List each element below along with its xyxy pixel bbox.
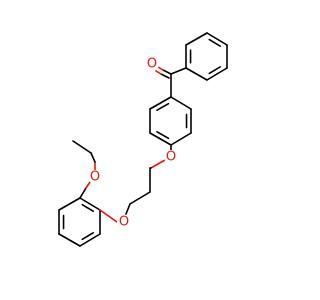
ethyl-terminal-bond (72, 140, 92, 154)
bottom-catechol-ring-inner-bond (81, 231, 94, 241)
top-phenyl-ring-bond (206, 32, 228, 46)
atom-o-ether-1: O (164, 150, 178, 165)
top-phenyl-ring-bond (185, 67, 208, 81)
atom-label-o-carbonyl: O (147, 57, 157, 72)
middle-phenylene-ring-bond (170, 132, 192, 146)
top-phenyl-ring-bond (206, 67, 228, 81)
oxygen-aryl-bond (99, 209, 118, 223)
bottom-catechol-ring-bond (58, 197, 81, 211)
top-phenyl-ring-inner-bond (208, 38, 221, 47)
carbonyl-double-bond (155, 70, 162, 75)
carbonyl-double-bond (157, 66, 164, 71)
aryl-ethoxy-bond (85, 181, 91, 189)
middle-phenylene-ring-bond (149, 132, 172, 146)
carbonyl-double-bond (162, 69, 172, 75)
molecule-structure: O O O O (58, 32, 228, 247)
middle-phenylene-ring-inner-bond (156, 102, 170, 112)
ethoxy-chain-bond (90, 152, 96, 163)
chain-oxygen-bond (125, 203, 131, 215)
aryl-ethoxy-bond (79, 187, 87, 199)
atom-o-carbonyl: O (145, 57, 159, 72)
propyl-chain-bond (129, 191, 151, 205)
atom-label-o-ether-1: O (166, 150, 176, 165)
top-phenyl-ring-bond (185, 32, 208, 46)
carbonyl-double-bond (160, 73, 170, 79)
bottom-catechol-ring-bond (58, 233, 81, 247)
atom-labels: O O O O (88, 57, 178, 230)
carbonyl-to-phenyl-bond (170, 67, 187, 75)
top-phenyl-ring-inner-bond (208, 66, 221, 75)
middle-phenylene-ring-inner-bond (156, 130, 170, 140)
oxygen-chain-bond (150, 159, 166, 169)
atom-o-ether-2: O (117, 215, 131, 230)
middle-phenylene-ring-bond (170, 96, 192, 110)
atom-label-o-ether-2: O (119, 215, 129, 230)
bottom-catechol-ring-inner-bond (81, 203, 94, 213)
atom-o-ethoxy: O (88, 170, 102, 185)
bottom-catechol-ring-bond (79, 233, 101, 247)
middle-phenylene-ring-bond (149, 96, 172, 110)
bottom-catechol-ring-bond (79, 197, 101, 211)
bonds (58, 32, 228, 247)
atom-label-o-ethoxy: O (90, 170, 100, 185)
